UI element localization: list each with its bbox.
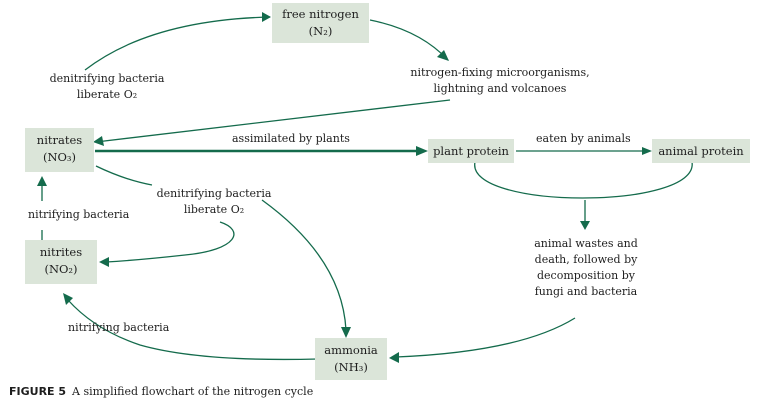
figure-caption-label: FIGURE 5 (9, 385, 67, 398)
arrowhead-ammonia-top (341, 327, 351, 338)
label-denitrifying-mid-line1: denitrifying bacteria (156, 187, 272, 200)
arrow-ammonia-to-nitrites (67, 299, 319, 361)
nitrites-name: nitrites (39, 245, 83, 259)
label-denitrifying-mid-line2: liberate O₂ (183, 203, 245, 216)
free-nitrogen-formula: (N₂) (308, 24, 333, 38)
node-plant-protein: plant protein (428, 139, 514, 163)
arrow-nitrates-to-free-nitrogen (84, 16, 271, 71)
label-nitrogen-fixing: nitrogen-fixing microorganisms, lightnin… (400, 65, 600, 97)
label-animal-wastes-line2: death, followed by (534, 253, 638, 266)
nitrates-formula: (NO₃) (42, 150, 77, 164)
label-assimilated: assimilated by plants (232, 132, 350, 145)
node-nitrites: nitrites (NO₂) (25, 240, 97, 284)
label-denitrifying-top-line1: denitrifying bacteria (49, 72, 165, 85)
arrowhead-free-nitrogen (262, 12, 271, 22)
ammonia-formula: (NH₃) (334, 360, 368, 374)
node-nitrates: nitrates (NO₃) (25, 128, 94, 172)
arrow-hook-to-nitrites (105, 221, 235, 263)
label-denitrifying-mid: denitrifying bacteria liberate O₂ (152, 186, 276, 218)
nitrites-formula: (NO₂) (44, 262, 78, 276)
arrowhead-ammonia-right (389, 352, 399, 363)
free-nitrogen-name: free nitrogen (282, 7, 359, 21)
arrowhead-fixing (437, 50, 449, 61)
label-animal-wastes-line1: animal wastes and (534, 237, 638, 250)
plant-protein-name: plant protein (433, 144, 509, 158)
label-animal-wastes: animal wastes and death, followed by dec… (516, 236, 656, 300)
arrowhead-animal-protein (642, 147, 652, 155)
label-denitrifying-top: denitrifying bacteria liberate O₂ (32, 71, 182, 103)
node-free-nitrogen: free nitrogen (N₂) (272, 3, 369, 43)
label-nitrifying-bottom: nitrifying bacteria (68, 321, 170, 334)
arrowhead-wastes (580, 221, 590, 230)
animal-protein-name: animal protein (658, 144, 744, 158)
arrowhead-plant-protein (416, 146, 428, 156)
node-ammonia: ammonia (NH₃) (315, 338, 387, 380)
arrow-free-nitrogen-to-fixing (369, 19, 449, 61)
label-nitrifying-left: nitrifying bacteria (28, 208, 130, 221)
node-animal-protein: animal protein (652, 139, 750, 163)
ammonia-name: ammonia (324, 343, 378, 357)
label-animal-wastes-line3: decomposition by (537, 269, 635, 282)
figure-caption-text: A simplified flowchart of the nitrogen c… (72, 385, 314, 398)
nitrates-name: nitrates (36, 133, 83, 147)
label-nitrogen-fixing-line1: nitrogen-fixing microorganisms, (410, 66, 590, 79)
arrowhead-nitrates-top (93, 136, 104, 146)
figure-caption: FIGURE 5 A simplified flowchart of the ni… (9, 385, 313, 398)
label-eaten: eaten by animals (536, 132, 631, 145)
arrow-nitrates-to-ammonia-1 (95, 165, 153, 186)
arrowhead-nitrites-right (99, 257, 109, 267)
arrow-fixing-to-nitrates (95, 99, 451, 143)
waste-collection-curve (474, 161, 693, 199)
label-denitrifying-top-line2: liberate O₂ (76, 88, 138, 101)
label-nitrogen-fixing-line2: lightning and volcanoes (433, 82, 567, 95)
arrow-nitrates-to-ammonia-2 (261, 199, 347, 331)
arrowhead-nitrates-bottom (37, 176, 47, 186)
arrow-wastes-to-ammonia (395, 317, 576, 358)
arrowhead-nitrites-bottom (63, 293, 73, 305)
label-animal-wastes-line4: fungi and bacteria (534, 285, 638, 298)
